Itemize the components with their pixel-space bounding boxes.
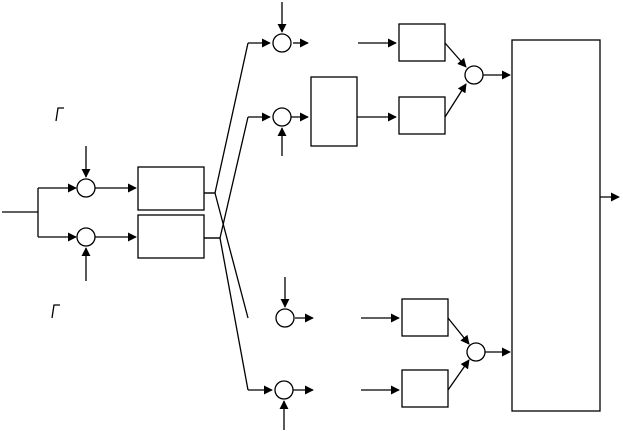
branch-line-3 [204,192,249,319]
mixer-upper-input [76,178,96,198]
block-lower-input [137,214,205,259]
branch-line-4 [204,237,249,391]
mixer-path-3 [275,308,295,328]
combiner-upper [464,65,484,85]
mixer-lower-input [76,227,96,247]
combiner-lower [466,342,486,362]
block-upper-bottom-to-combiner [444,83,467,118]
block-upper-input [137,166,205,211]
branch-line-1 [204,42,249,194]
rise-symbol-upper [55,107,64,122]
block-lower-top-to-combiner [447,317,470,345]
block-lower-bottom [401,369,449,408]
block-upper-top [398,23,446,62]
mixer-path-4 [274,380,294,400]
block-output [511,39,601,412]
block-upper-bottom [398,96,446,135]
block-upper-top-to-combiner [444,42,467,68]
rise-symbol-lower [51,304,60,319]
mixer-path-2 [272,107,292,127]
branch-line-2 [204,116,249,239]
mixer-path-1 [272,33,292,53]
block-middle [310,76,358,147]
block-lower-bottom-to-combiner [447,359,470,391]
block-lower-top [401,298,449,337]
